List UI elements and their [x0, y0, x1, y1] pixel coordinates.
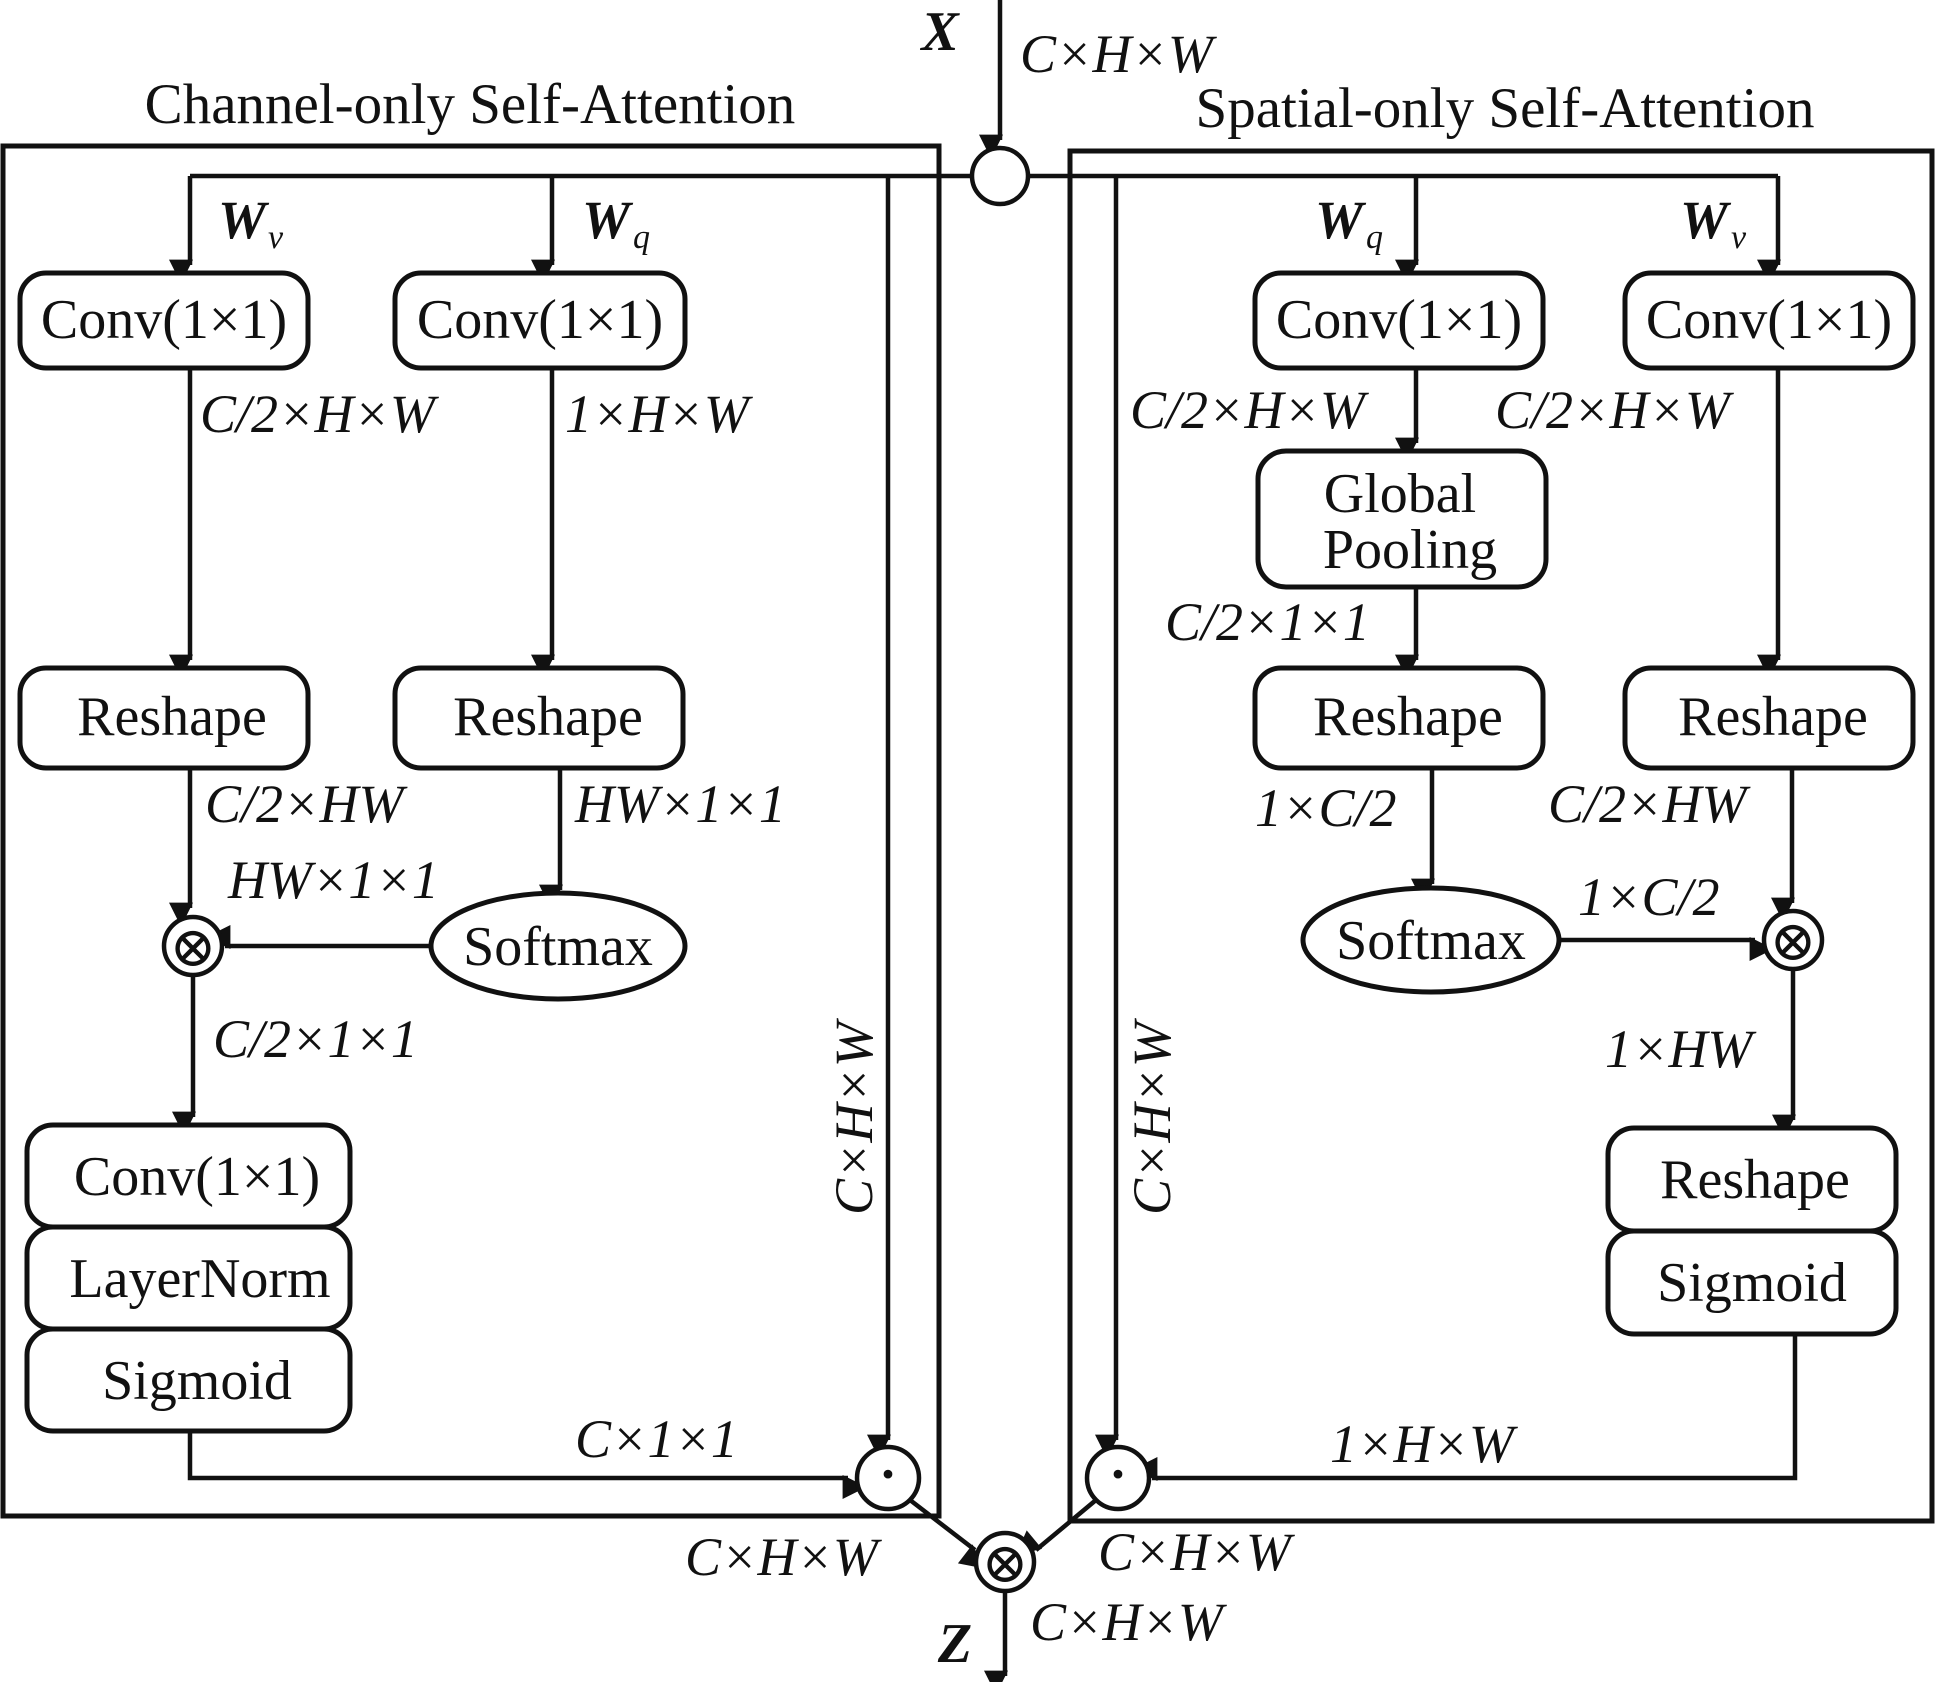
split-node — [969, 145, 1031, 207]
output-z-label: Z — [937, 1613, 972, 1675]
l-hadamard-out-arrow — [908, 1498, 985, 1569]
r-wv-weight-label: W v — [1680, 190, 1747, 256]
svg-text:W: W — [582, 190, 634, 250]
l-softmax-dim: HW×1×1 — [227, 850, 439, 910]
l-wq-weight-label: W q — [582, 190, 650, 256]
output-dim-label: C×H×W — [1030, 1592, 1228, 1652]
l-conv-q-label: Conv(1×1) — [417, 289, 663, 351]
r-global-pooling-line1: Global — [1324, 463, 1476, 525]
output-mult-symbol: ⊗ — [982, 1533, 1029, 1595]
l-out-dim: C×H×W — [685, 1527, 883, 1587]
l-sigmoid-dim: C×1×1 — [575, 1409, 738, 1469]
l-softmax-label: Softmax — [463, 916, 653, 978]
l-reshape-q-dim: HW×1×1 — [574, 774, 786, 834]
r-hadamard-node — [1084, 1444, 1152, 1512]
svg-text:W: W — [1680, 190, 1732, 250]
l-sigmoid-out-arrow — [187, 1431, 867, 1499]
l-conv-v-dim: C/2×H×W — [200, 384, 440, 444]
r-conv-q-dim: C/2×H×W — [1130, 380, 1370, 440]
l-conv-q-dim: 1×H×W — [565, 384, 754, 444]
r-sigmoid-label: Sigmoid — [1657, 1252, 1847, 1314]
r-sigmoid-block — [1605, 1228, 1899, 1337]
channel-attention-panel — [0, 143, 942, 1519]
l-reshape-q-block — [392, 665, 686, 771]
r-sigmoid-dim: 1×H×W — [1330, 1414, 1519, 1474]
r-global-pooling-line2: Pooling — [1323, 519, 1497, 581]
svg-text:q: q — [633, 219, 650, 256]
r-conv-q-block — [1252, 270, 1546, 371]
svg-text:v: v — [268, 219, 284, 256]
r-mult-dim: 1×HW — [1605, 1019, 1757, 1079]
l-hadamard-symbol: · — [879, 1444, 897, 1504]
r-reshape-v-label: Reshape — [1678, 686, 1868, 748]
r-wq-weight-label: W q — [1315, 190, 1383, 256]
l-conv-v-block — [17, 270, 311, 371]
l-mult-dim: C/2×1×1 — [213, 1009, 418, 1069]
r-hadamard-out-arrow — [1015, 1498, 1098, 1555]
r-sigmoid-out-arrow — [1133, 1334, 1798, 1481]
l-reshape-q-label: Reshape — [453, 686, 643, 748]
r-conv-q-label: Conv(1×1) — [1276, 289, 1522, 351]
r-conv-v-label: Conv(1×1) — [1646, 289, 1892, 351]
r-softmax-dim: 1×C/2 — [1578, 867, 1719, 927]
l-hadamard-node — [854, 1444, 922, 1512]
svg-text:q: q — [1366, 219, 1383, 256]
svg-text:W: W — [1315, 190, 1367, 250]
l-wv-weight-label: W v — [218, 190, 284, 256]
l-conv-out-label: Conv(1×1) — [74, 1146, 320, 1208]
l-reshape-v-block — [17, 665, 311, 771]
r-reshape-out-label: Reshape — [1660, 1149, 1850, 1211]
l-layernorm-label: LayerNorm — [69, 1248, 330, 1310]
r-conv-v-block — [1622, 270, 1916, 371]
l-reshape-v-dim: C/2×HW — [205, 774, 408, 834]
l-sigmoid-label: Sigmoid — [102, 1350, 292, 1412]
l-conv-v-label: Conv(1×1) — [41, 289, 287, 351]
r-skip-dim: C×H×W — [1122, 1017, 1182, 1215]
r-conv-v-dim: C/2×H×W — [1495, 380, 1735, 440]
r-reshape-q-block — [1252, 665, 1546, 771]
r-pool-dim: C/2×1×1 — [1165, 592, 1370, 652]
svg-text:W: W — [218, 190, 270, 250]
channel-attention-title: Channel-only Self-Attention — [145, 73, 796, 136]
r-reshape-q-dim: 1×C/2 — [1255, 778, 1396, 838]
l-mult-symbol: ⊗ — [170, 917, 217, 979]
r-softmax-label: Softmax — [1336, 910, 1526, 972]
r-reshape-q-label: Reshape — [1313, 686, 1503, 748]
spatial-attention-panel — [1067, 148, 1935, 1524]
spatial-attention-title: Spatial-only Self-Attention — [1196, 77, 1815, 140]
r-reshape-v-dim: C/2×HW — [1548, 774, 1751, 834]
r-hadamard-symbol: · — [1109, 1444, 1127, 1504]
input-x-label: X — [919, 1, 960, 63]
l-reshape-v-label: Reshape — [77, 686, 267, 748]
r-mult-symbol: ⊗ — [1770, 911, 1817, 973]
r-global-pooling-block — [1255, 448, 1549, 590]
svg-text:v: v — [1731, 219, 1747, 256]
l-conv-q-block — [392, 270, 688, 371]
r-out-dim: C×H×W — [1098, 1522, 1296, 1582]
r-reshape-v-block — [1622, 665, 1916, 771]
l-skip-dim: C×H×W — [824, 1017, 884, 1215]
input-dim-label: C×H×W — [1020, 24, 1218, 84]
